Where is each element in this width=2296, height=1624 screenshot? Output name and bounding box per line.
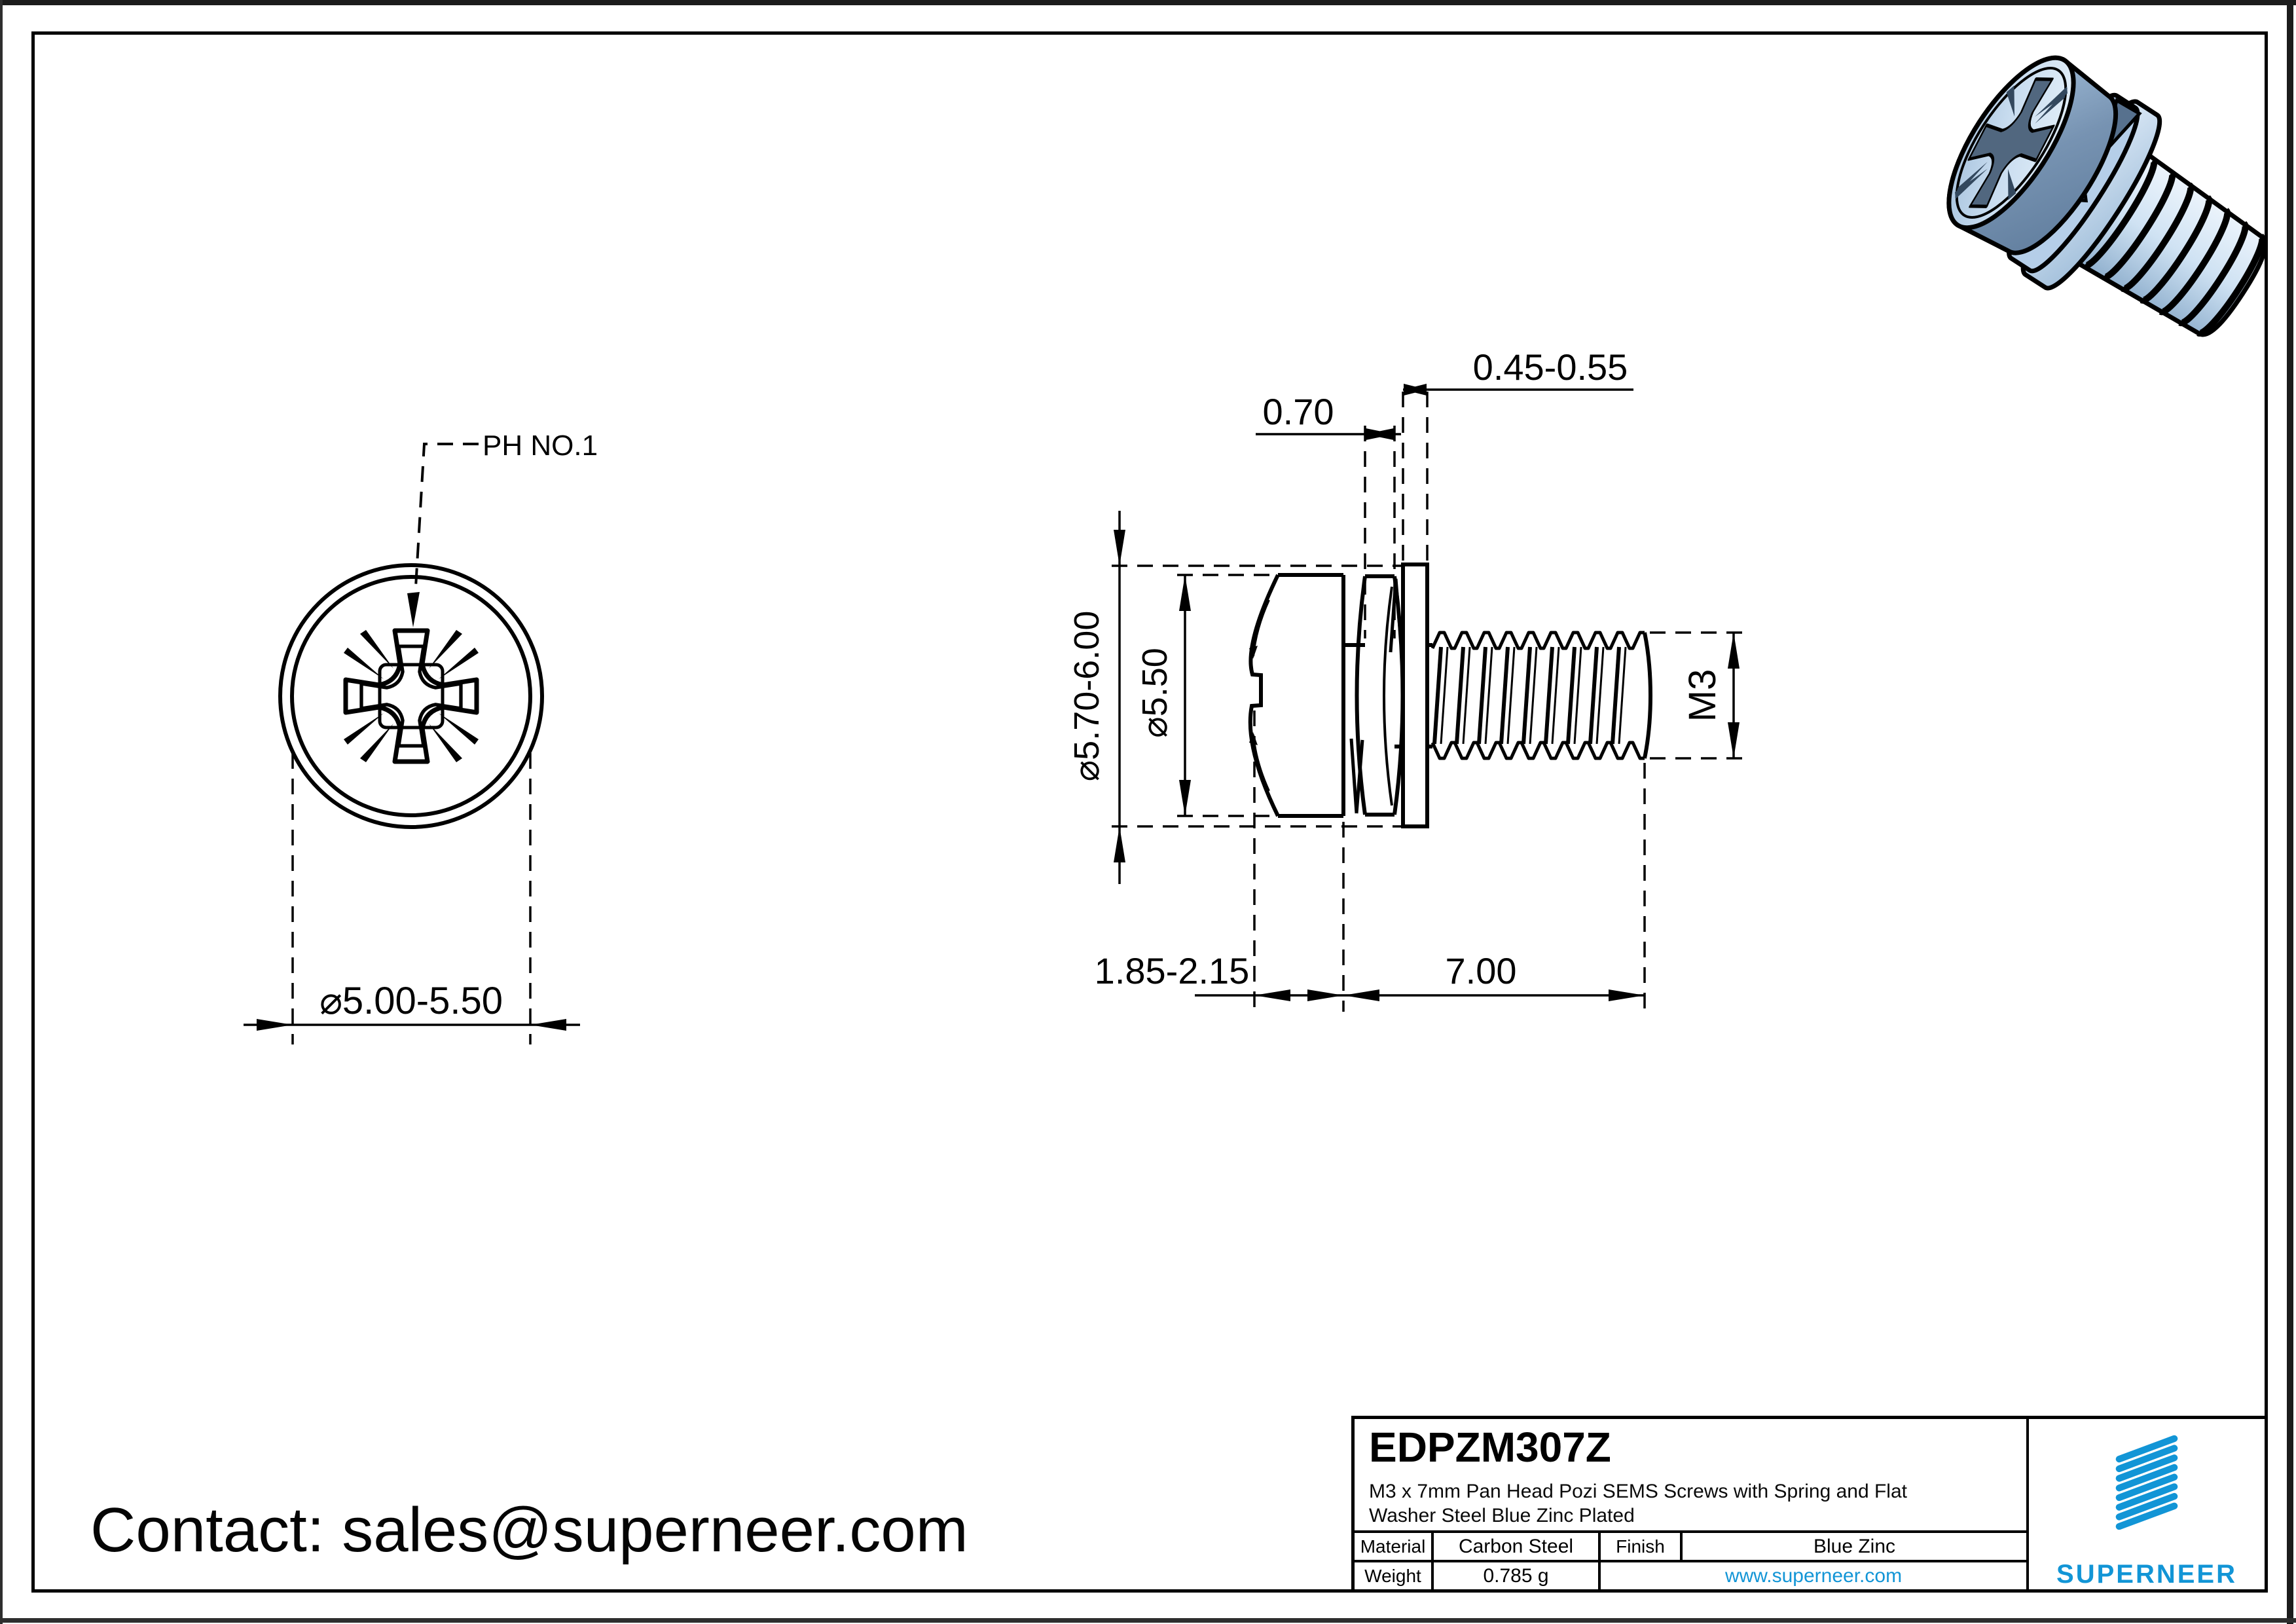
dim-bottom-row: 1.85-2.15 7.00 xyxy=(1095,710,1646,1012)
page-border-right xyxy=(2287,0,2293,1624)
page-border-top xyxy=(0,0,2296,5)
dim-flat-washer-thickness: 0.45-0.55 xyxy=(1402,346,1633,562)
material-label: Material xyxy=(1355,1530,1434,1560)
side-head xyxy=(1248,573,1345,818)
svg-text:⌀5.70-6.00: ⌀5.70-6.00 xyxy=(1067,611,1106,782)
part-description-line1: M3 x 7mm Pan Head Pozi SEMS Screws with … xyxy=(1369,1481,1907,1502)
weight-value: 0.785 g xyxy=(1434,1560,1601,1589)
part-description-line2: Washer Steel Blue Zinc Plated xyxy=(1369,1505,1635,1526)
side-thread xyxy=(1430,631,1653,760)
finish-value: Blue Zinc xyxy=(1683,1530,2029,1560)
svg-text:⌀5.50: ⌀5.50 xyxy=(1135,648,1175,738)
part-number: EDPZM307Z xyxy=(1369,1424,1611,1471)
pozi-center-square xyxy=(378,663,445,729)
page-border-bottom xyxy=(0,1618,2296,1623)
washer-outer-circle xyxy=(278,563,544,829)
material-value: Carbon Steel xyxy=(1434,1530,1601,1560)
brand-name: SUPERNEER xyxy=(2056,1560,2237,1589)
weight-label: Weight xyxy=(1355,1560,1434,1589)
front-diameter-label: ⌀5.00-5.50 xyxy=(319,980,503,1022)
ph-callout-label: PH NO.1 xyxy=(483,430,598,462)
side-view: 0.70 0.45-0.55 ⌀5.70-6.00 xyxy=(1067,346,1745,1012)
website-link[interactable]: www.superneer.com xyxy=(1601,1560,2029,1589)
svg-text:0.45-0.55: 0.45-0.55 xyxy=(1473,346,1628,388)
svg-text:M3: M3 xyxy=(1681,669,1724,722)
head-outer-circle xyxy=(290,575,532,817)
contact-line: Contact: sales@superneer.com xyxy=(90,1495,968,1565)
title-block: EDPZM307Z M3 x 7mm Pan Head Pozi SEMS Sc… xyxy=(1351,1416,2268,1593)
dim-thread-size: M3 xyxy=(1650,631,1745,760)
brand-logo-cell: SUPERNEER xyxy=(2029,1419,2265,1589)
pozi-cross-outline xyxy=(343,628,479,764)
dim-spring-washer-width: 0.70 xyxy=(1256,391,1401,638)
front-diameter-dimension: ⌀5.00-5.50 xyxy=(244,753,580,1044)
drawing-frame xyxy=(31,31,2268,1593)
dim-head-height-label: 1.85-2.15 xyxy=(1095,950,1250,991)
screw-3d-render xyxy=(1946,55,2268,337)
pozi-cross-inner-outline xyxy=(359,644,463,748)
pozi-diagonal-ticks xyxy=(344,630,479,762)
dim-thread-length-label: 7.00 xyxy=(1446,950,1517,991)
title-block-header: EDPZM307Z M3 x 7mm Pan Head Pozi SEMS Sc… xyxy=(1355,1419,2029,1530)
dim-flat-washer-od: ⌀5.70-6.00 xyxy=(1067,511,1403,884)
brand-logo-mark xyxy=(2115,1435,2178,1530)
pozi-recess-3d xyxy=(1954,77,2068,208)
head-dome-profile xyxy=(1248,574,1280,817)
side-flat-washer xyxy=(1401,563,1429,828)
ph-callout-leader xyxy=(407,443,479,627)
finish-label: Finish xyxy=(1601,1530,1683,1560)
page-border-left xyxy=(0,0,3,1624)
svg-text:0.70: 0.70 xyxy=(1263,391,1334,432)
dim-head-od: ⌀5.50 xyxy=(1135,574,1278,817)
front-view: PH NO.1 ⌀5.00-5.50 xyxy=(244,430,598,1044)
